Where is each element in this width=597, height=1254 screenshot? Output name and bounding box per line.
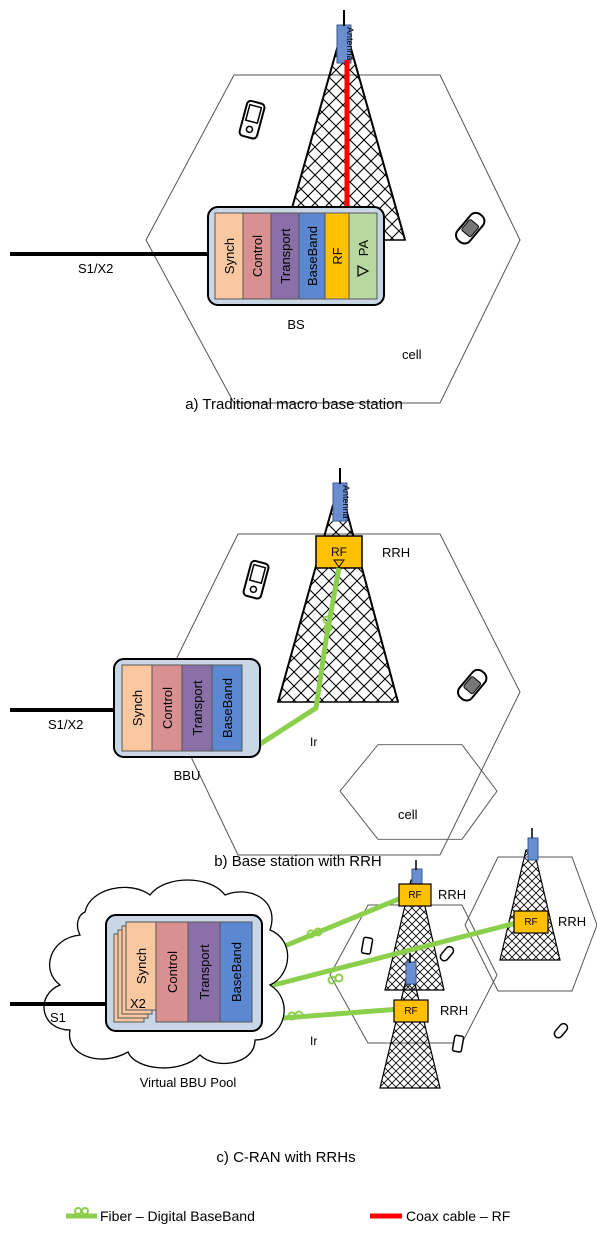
fiber-coil-icon	[287, 927, 344, 1021]
phone-icon	[457, 668, 488, 702]
legend-fiber-label: Fiber – Digital BaseBand	[100, 1208, 255, 1224]
tower	[379, 953, 441, 1089]
ir-label: Ir	[310, 1034, 317, 1048]
module-baseband: BaseBand	[229, 942, 244, 1002]
fiber-coil-icon	[322, 615, 333, 633]
module-synch: Synch	[130, 690, 145, 726]
amplifier-icon	[357, 265, 370, 277]
cell-hexagon	[145, 74, 521, 404]
panel-b: Antenna RF RRH Ir S1/X2 Synch Co	[10, 468, 521, 870]
rrh-label: RRH	[558, 914, 586, 929]
fiber-link	[252, 567, 342, 751]
rrh-rf-label: RF	[404, 1006, 417, 1017]
phone-icon	[242, 559, 270, 600]
antenna-label: Antenna	[345, 27, 355, 61]
module-baseband: BaseBand	[305, 226, 320, 286]
module-baseband: BaseBand	[220, 678, 235, 738]
tower	[282, 10, 406, 241]
bbu-label: BBU	[174, 768, 201, 783]
rrh-rf-label: RF	[408, 890, 421, 901]
rrh-box	[513, 910, 549, 934]
module-pa: PA	[356, 239, 371, 256]
fiber-link	[257, 919, 521, 992]
s1-x2-label: S1/X2	[78, 261, 113, 276]
s1-x2-label: S1/X2	[48, 717, 83, 732]
bs-label: BS	[287, 317, 305, 332]
tower	[499, 828, 561, 961]
amplifier-icon	[333, 559, 345, 568]
rrh-label: RRH	[440, 1003, 468, 1018]
panel-a: Antenna S1/X2 Synch Control Transport	[10, 10, 521, 413]
module-rf: RF	[330, 247, 345, 264]
caption-c: c) C-RAN with RRHs	[216, 1149, 355, 1166]
module-control: Control	[160, 687, 175, 729]
module-control: Control	[165, 951, 180, 993]
phone-icon	[238, 99, 266, 140]
phone-icon	[439, 945, 455, 962]
rrh-label: RRH	[438, 887, 466, 902]
ir-label: Ir	[310, 735, 317, 749]
cell-hexagon	[464, 856, 597, 992]
module-synch: Synch	[222, 238, 237, 274]
phone-icon	[360, 936, 374, 955]
caption-a: a) Traditional macro base station	[185, 396, 403, 413]
cell-label: cell	[402, 347, 422, 362]
phone-icon	[455, 211, 486, 245]
legend: Fiber – Digital BaseBand Coax cable – RF	[66, 1207, 510, 1224]
phone-icon	[451, 1034, 465, 1053]
module-transport: Transport	[190, 680, 205, 736]
rrh-box	[398, 883, 432, 907]
rrh-label: RRH	[382, 545, 410, 560]
s1-label: S1	[50, 1010, 66, 1025]
x2-label: X2	[130, 996, 146, 1011]
legend-coax-label: Coax cable – RF	[406, 1208, 510, 1224]
stacked-synch-cards	[113, 921, 157, 1023]
antenna-label: Antenna	[341, 485, 351, 519]
module-transport: Transport	[278, 228, 293, 284]
cell-label: cell	[398, 807, 418, 822]
rrh-rf-label: RF	[331, 545, 347, 559]
panel-c: RF RRH RF RRH RF RRH S1	[10, 744, 597, 1166]
rrh-rf-label: RF	[524, 917, 537, 928]
pool-label: Virtual BBU Pool	[140, 1075, 237, 1090]
rrh-box	[393, 999, 429, 1023]
module-transport: Transport	[197, 944, 212, 1000]
fiber-coil-icon	[74, 1207, 89, 1215]
bs-modules	[214, 212, 378, 300]
module-control: Control	[250, 235, 265, 277]
caption-b: b) Base station with RRH	[214, 853, 382, 870]
phone-icon	[553, 1022, 569, 1039]
cell-hexagon	[339, 744, 498, 840]
module-synch: Synch	[134, 948, 149, 984]
